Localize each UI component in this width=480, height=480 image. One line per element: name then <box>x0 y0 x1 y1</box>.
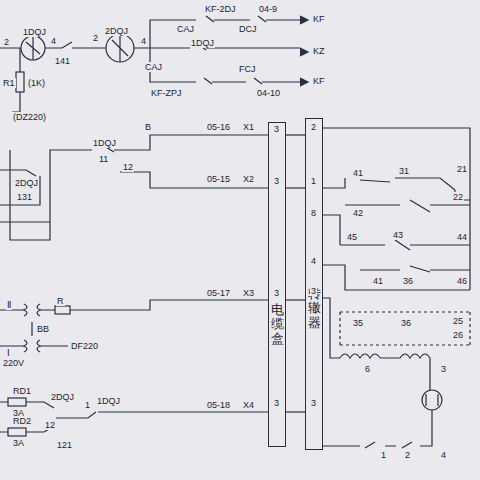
circuit-label: 2 <box>3 37 10 47</box>
circuit-label: 22 <box>452 192 464 202</box>
circuit-label: 3 <box>310 398 317 408</box>
circuit-label: 11 <box>98 154 109 164</box>
circuit-label: 04-9 <box>258 4 278 14</box>
circuit-label: 26 <box>452 330 464 340</box>
circuit-label: 05-18 <box>206 400 231 410</box>
circuit-label: DCJ <box>238 24 258 34</box>
circuit-label: B <box>144 122 152 132</box>
circuit-label: 4 <box>140 36 147 46</box>
circuit-label: X1 <box>242 122 255 132</box>
circuit-label: 3 <box>273 398 280 408</box>
circuit-label: 3 <box>273 288 280 298</box>
circuit-label: 1DQJ <box>22 27 47 37</box>
circuit-label: 31 <box>398 166 410 176</box>
circuit-label: R <box>56 296 65 306</box>
circuit-label: 36 <box>402 276 414 286</box>
circuit-label: 05-16 <box>206 122 231 132</box>
circuit-label: 4 <box>440 450 447 460</box>
circuit-label: 2DQJ <box>50 392 75 402</box>
circuit-label: KF-ZPJ <box>150 88 183 98</box>
circuit-label: FCJ <box>238 64 257 74</box>
circuit-label: KZ <box>312 46 326 56</box>
circuit-label: 41 <box>352 168 364 178</box>
circuit-label: 121 <box>56 440 73 450</box>
circuit-label: 05-15 <box>206 174 231 184</box>
circuit-label: 36 <box>400 318 412 328</box>
circuit-label: (1K) <box>27 78 46 88</box>
circuit-label: 3 <box>440 364 447 374</box>
circuit-label: R1 <box>2 78 16 88</box>
circuit-label: 3 <box>273 124 280 134</box>
circuit-label: 220V <box>2 358 25 368</box>
circuit-label: RD2 <box>12 416 32 426</box>
circuit-label: (DZ220) <box>12 112 47 122</box>
circuit-label: 1 <box>84 400 91 410</box>
circuit-label: 41 <box>372 276 384 286</box>
circuit-label: 42 <box>352 208 364 218</box>
circuit-label: 141 <box>54 56 71 66</box>
circuit-label: 1DQJ <box>96 396 121 406</box>
wire-link <box>286 135 305 136</box>
circuit-label: 46 <box>456 276 468 286</box>
circuit-label: 43 <box>392 230 404 240</box>
circuit-label: CAJ <box>144 62 163 72</box>
circuit-label: 25 <box>452 316 464 326</box>
circuit-label: 2 <box>310 122 317 132</box>
wire-link <box>286 188 305 189</box>
band-title: 电缆盒 <box>271 303 284 346</box>
circuit-label: 44 <box>456 232 468 242</box>
wire-link <box>286 300 305 301</box>
circuit-label: 35 <box>352 318 364 328</box>
circuit-label: X3 <box>242 288 255 298</box>
circuit-label: CAJ <box>176 24 195 34</box>
wire-link <box>286 412 305 413</box>
circuit-label: 2 <box>92 33 99 43</box>
circuit-label: 04-10 <box>256 88 281 98</box>
circuit-label: RD1 <box>12 386 32 396</box>
circuit-label: X2 <box>242 174 255 184</box>
circuit-label: 3A <box>12 438 25 448</box>
circuit-label: 1 <box>380 450 387 460</box>
circuit-label: 12 <box>44 420 56 430</box>
circuit-label: Ⅰ <box>6 348 11 358</box>
circuit-label: KF <box>312 76 326 86</box>
circuit-label: KF <box>312 14 326 24</box>
circuit-label: 6 <box>364 364 371 374</box>
circuit-label: 4 <box>310 256 317 266</box>
circuit-label: 3 <box>273 176 280 186</box>
circuit-label: 1DQJ <box>92 138 117 148</box>
circuit-label: 3 <box>310 286 317 296</box>
circuit-label: 4 <box>50 36 57 46</box>
circuit-label: X4 <box>242 400 255 410</box>
circuit-label: 131 <box>16 192 33 202</box>
circuit-label: DF220 <box>70 341 99 351</box>
circuit-label: 05-17 <box>206 288 231 298</box>
circuit-label: Ⅱ <box>6 300 12 310</box>
circuit-label: 8 <box>310 208 317 218</box>
circuit-label: 45 <box>346 232 358 242</box>
circuit-label: BB <box>36 324 50 334</box>
circuit-label: 2DQJ <box>104 26 129 36</box>
circuit-label: 2 <box>404 450 411 460</box>
circuit-label: 12 <box>122 162 134 172</box>
circuit-label: 2DQJ <box>14 178 39 188</box>
circuit-label: KF-2DJ <box>204 4 237 14</box>
circuit-label: 21 <box>456 164 468 174</box>
circuit-label: 1 <box>310 176 317 186</box>
circuit-label: 1DQJ <box>190 38 215 48</box>
